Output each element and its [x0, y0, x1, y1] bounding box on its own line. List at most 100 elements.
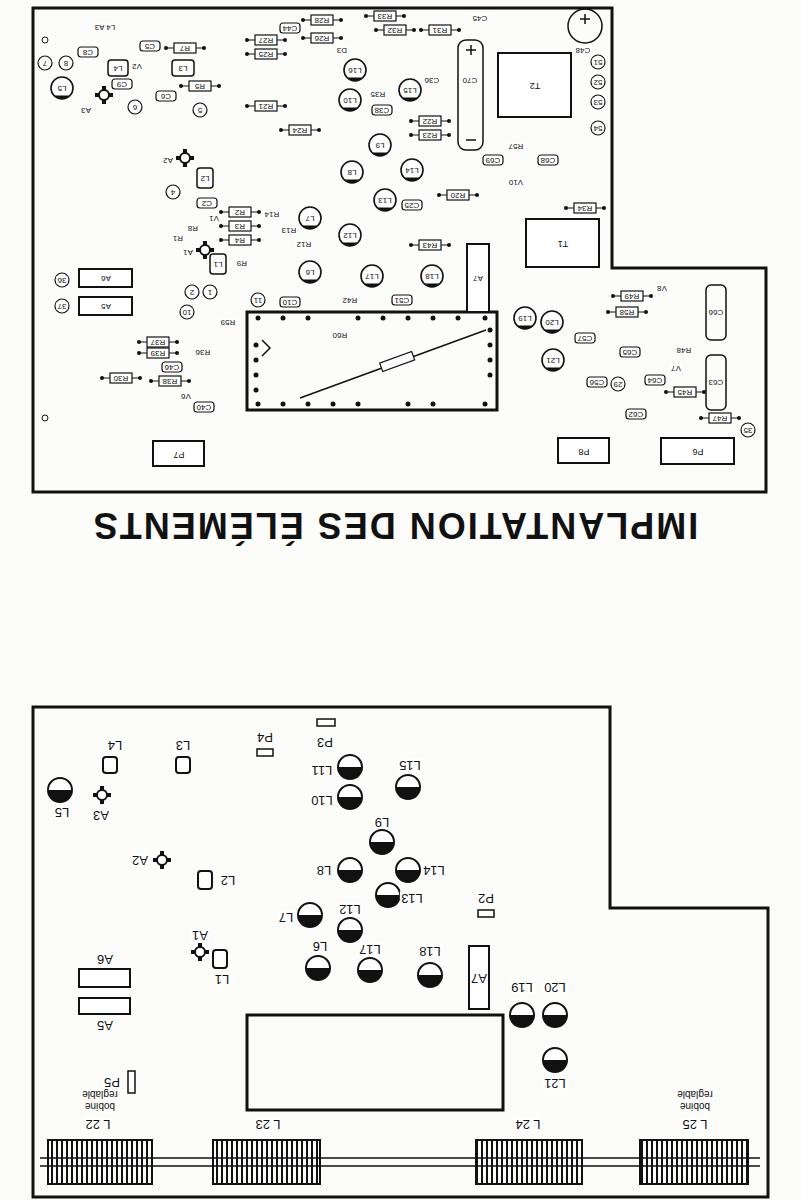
part-label: 2: [189, 288, 195, 296]
part-label: R28: [314, 16, 331, 24]
part-label: L17: [364, 272, 379, 280]
part-label: C44: [282, 24, 299, 32]
part-label: L21: [543, 1077, 567, 1090]
part-label: L21: [545, 356, 560, 364]
part-label: L14: [404, 166, 419, 174]
part-label: L2: [220, 874, 236, 887]
part-label: R8: [187, 224, 199, 232]
part-label: L10: [342, 96, 357, 104]
part-label: R42: [342, 296, 359, 304]
part-label: C62: [628, 410, 645, 418]
part-label: L20: [544, 318, 559, 326]
part-label: L 23: [255, 1118, 282, 1131]
part-label: 51: [593, 58, 604, 66]
part-label: L1: [213, 260, 224, 268]
part-label: 29: [613, 380, 624, 388]
component-label: A7: [471, 971, 487, 984]
part-label: L6: [305, 268, 316, 276]
part-label: R35: [370, 90, 387, 98]
part-label: 6: [132, 103, 138, 111]
part-label: L3: [178, 64, 189, 72]
part-label: P3: [316, 736, 334, 749]
part-label: L7: [305, 214, 316, 222]
part-label: L7: [278, 911, 294, 924]
part-label: C66: [708, 308, 725, 316]
component-box: T2: [497, 52, 572, 118]
part-label: R9: [236, 259, 248, 267]
part-label: R5: [194, 82, 206, 90]
part-label: R27: [258, 36, 275, 44]
part-label: V1: [208, 214, 220, 222]
part-label: L9: [374, 816, 390, 829]
part-label: R14: [264, 210, 281, 218]
part-label: L15: [398, 759, 422, 772]
note-text: bobine reglable: [73, 1089, 127, 1112]
part-label: V6: [180, 392, 192, 400]
part-label: C40: [196, 403, 213, 411]
part-label: R25: [258, 50, 275, 58]
part-label: R58: [619, 308, 636, 316]
part-label: L13: [400, 892, 424, 905]
part-label: L4 A3: [94, 23, 116, 31]
component-box: A7: [466, 243, 490, 313]
part-label: R45: [677, 388, 694, 396]
part-label: L8: [316, 864, 332, 877]
part-label: P5: [103, 1076, 121, 1089]
part-label: C57: [577, 334, 594, 342]
note-text: bobine reglable: [668, 1089, 722, 1112]
component-label: A5: [101, 302, 111, 310]
part-label: 53: [593, 98, 604, 106]
part-label: R20: [450, 191, 467, 199]
part-label: L19: [517, 314, 532, 322]
part-label: P2: [477, 892, 495, 905]
part-label: A1: [182, 248, 194, 256]
part-label: R1: [172, 234, 184, 242]
part-label: R57: [508, 142, 525, 150]
part-label: L19: [510, 981, 534, 994]
part-label: R37: [150, 338, 167, 346]
part-label: C56: [589, 378, 606, 386]
part-label: L3: [175, 739, 191, 752]
part-label: R33: [377, 12, 394, 20]
part-label: C70: [462, 76, 479, 84]
part-label: C48: [575, 46, 592, 54]
part-label: L17: [358, 943, 382, 956]
part-label: L5: [54, 806, 70, 819]
component-label: P7: [173, 449, 184, 458]
part-label: A1: [191, 929, 209, 942]
part-label: C63: [708, 378, 725, 386]
part-label: L10: [310, 794, 334, 807]
component-box: A6: [78, 968, 131, 988]
part-label: R38: [162, 377, 179, 385]
part-label: R49: [624, 292, 641, 300]
component-box: A7: [468, 945, 490, 1010]
part-label: 35: [743, 426, 754, 434]
part-label: V7: [670, 364, 682, 372]
part-label: L2: [200, 174, 211, 182]
part-label: R22: [422, 117, 439, 125]
part-label: C2: [201, 199, 213, 207]
part-label: C8: [82, 48, 94, 56]
part-label: L 24: [515, 1118, 542, 1131]
part-label: C45: [472, 14, 489, 22]
part-label: L12: [338, 903, 362, 916]
part-label: C64: [647, 376, 664, 384]
part-label: C38: [374, 106, 391, 114]
part-label: L13: [377, 196, 392, 204]
part-label: R60: [332, 331, 349, 339]
part-label: 7: [42, 59, 48, 67]
part-label: R21: [258, 102, 275, 110]
part-label: L 22: [85, 1118, 112, 1131]
part-label: 10: [182, 308, 193, 316]
part-label: L9: [375, 141, 386, 149]
part-label: L1: [214, 973, 230, 986]
component-box: A5: [78, 296, 133, 316]
part-label: 4: [170, 188, 176, 196]
component-box: T1: [525, 218, 600, 268]
part-label: R30: [113, 374, 130, 382]
part-label: R4: [234, 236, 246, 244]
part-label: R12: [296, 240, 313, 248]
component-label: T2: [529, 81, 540, 90]
part-label: R59: [220, 318, 237, 326]
